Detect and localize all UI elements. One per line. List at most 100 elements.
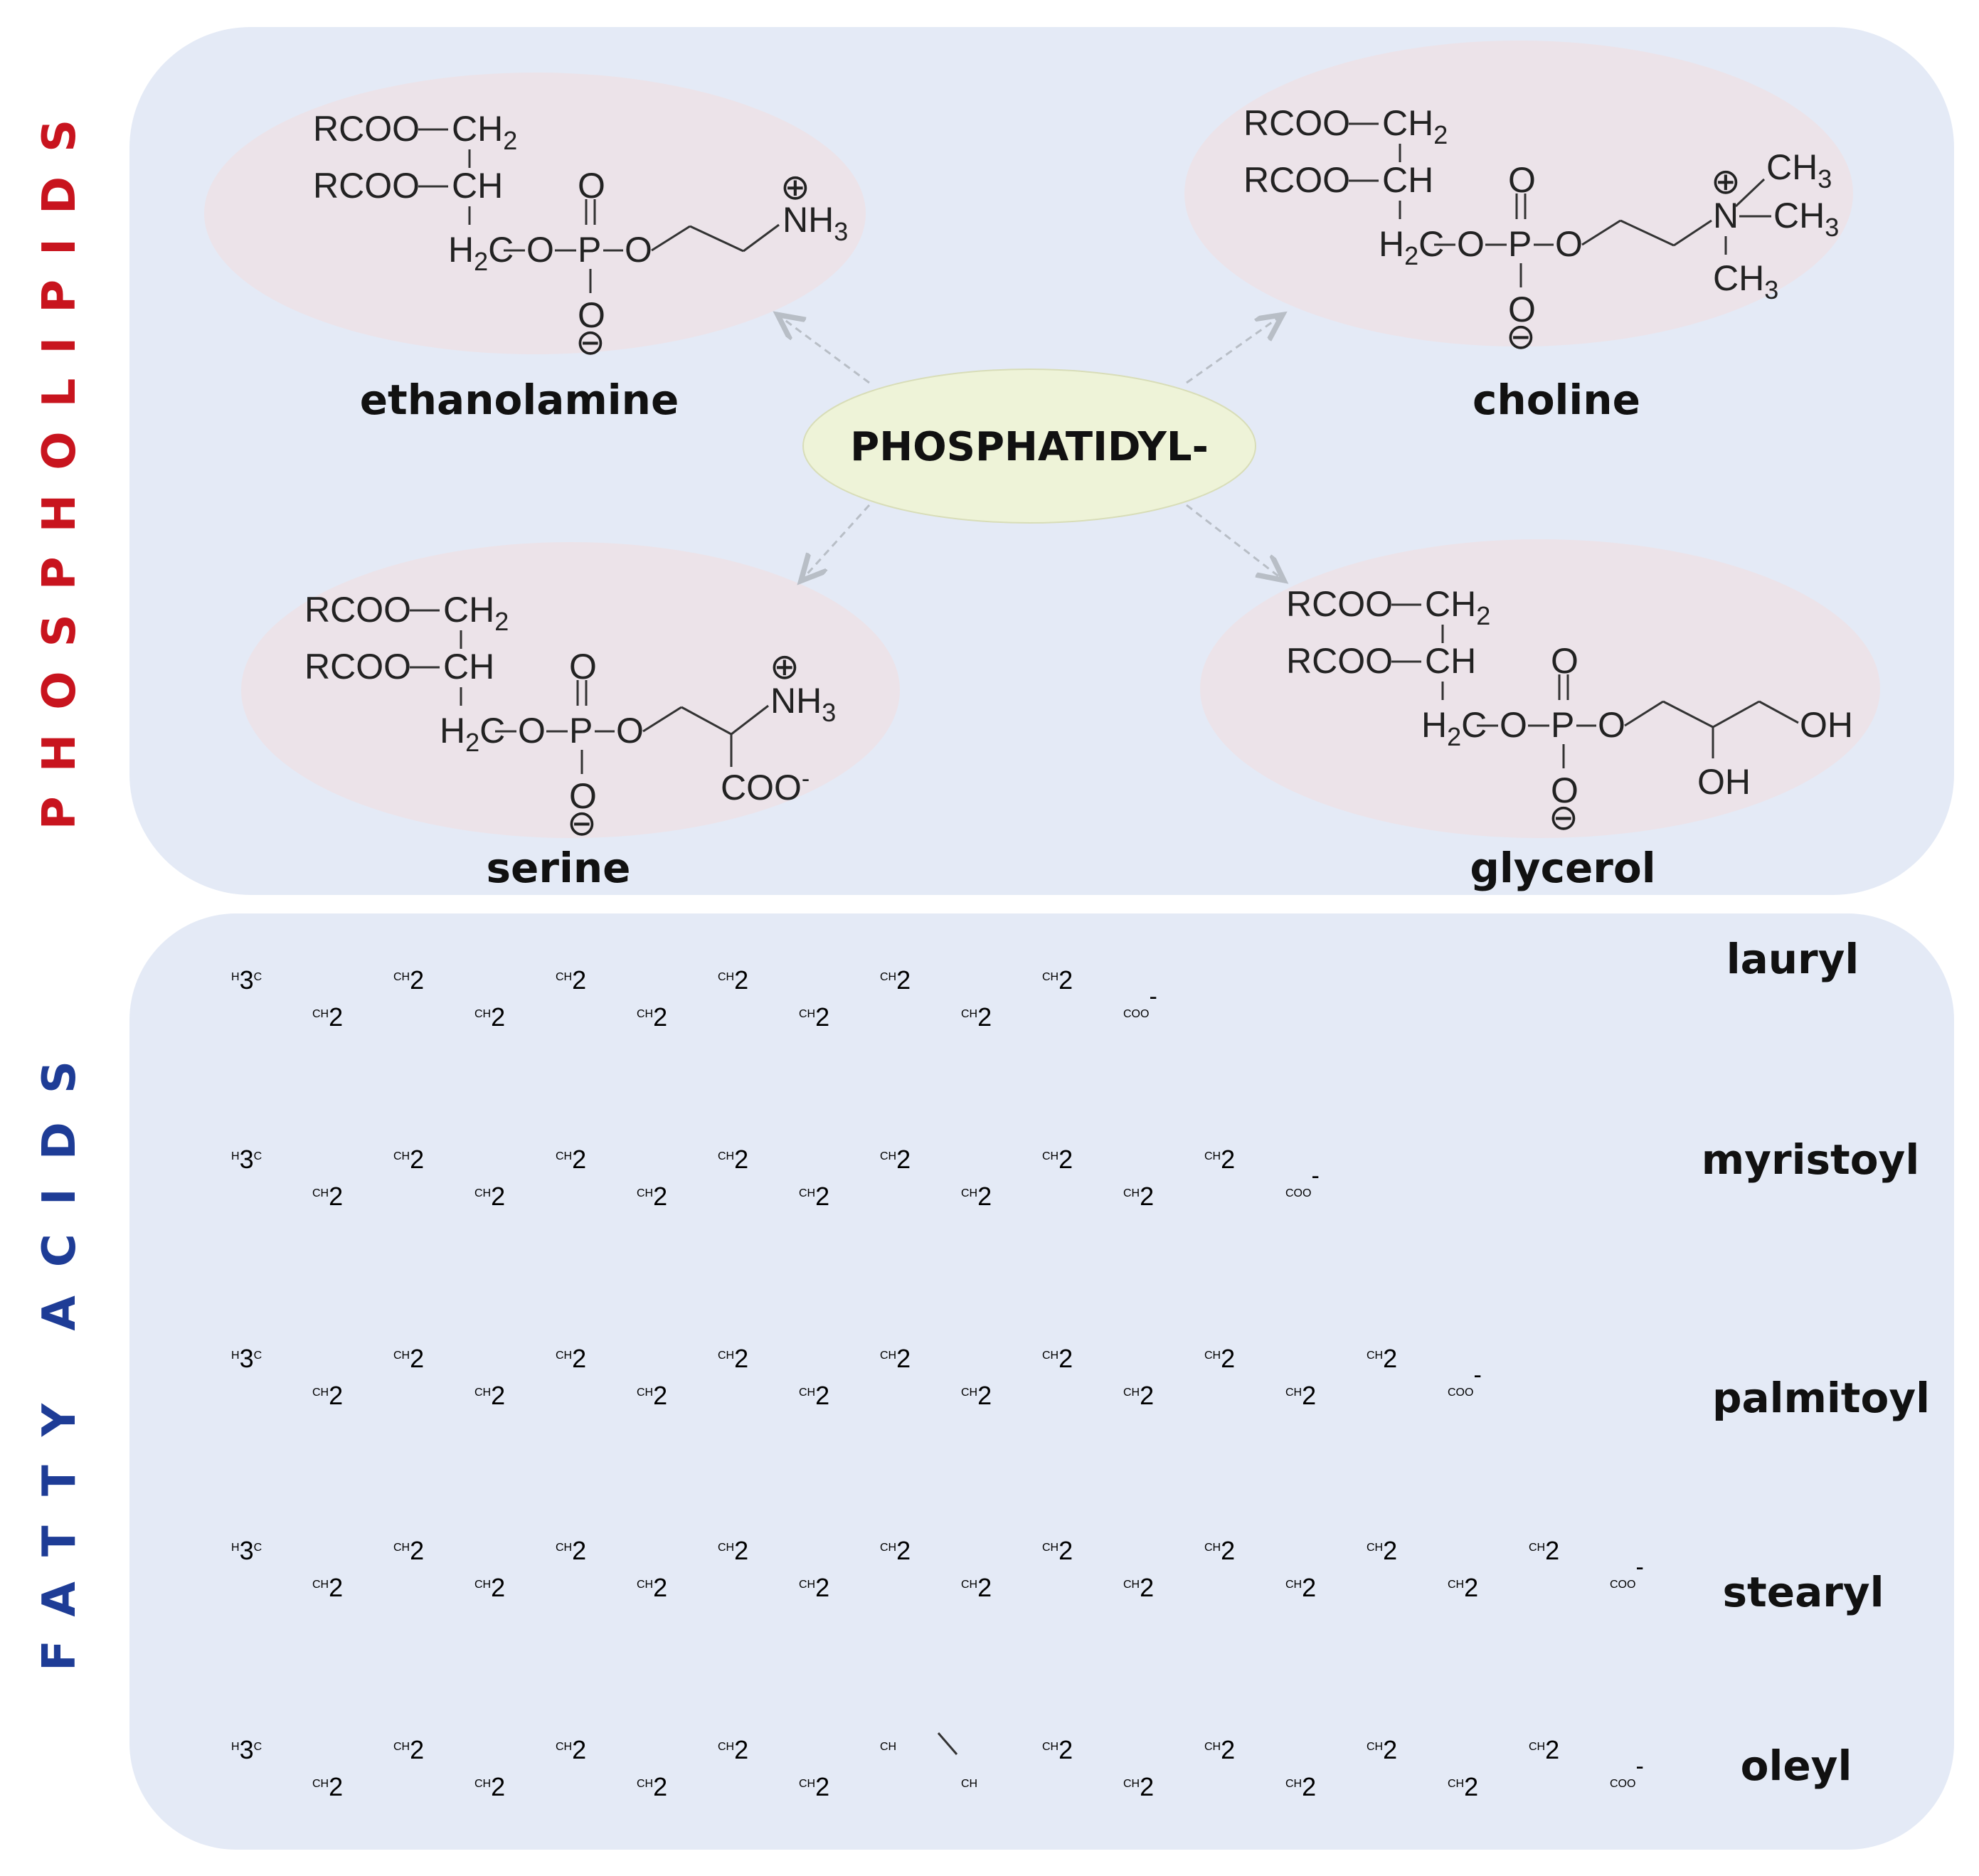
methylene-label: CH2 (1042, 965, 1073, 995)
c-n-bond (743, 223, 780, 253)
fatty-acid-chains: H3CCH2CH2CH2CH2CH2CH2CH2CH2CH2CH2COO-lau… (231, 935, 1930, 1801)
carboxylate-label: COO- (1610, 1554, 1644, 1591)
h2c-label: H2C (1379, 224, 1444, 270)
methyl-label-1: CH3 (1766, 147, 1832, 194)
ser-bond-1 (642, 706, 682, 733)
methylene-label: CH2 (474, 1002, 505, 1032)
methylene-label: CH2 (718, 1344, 748, 1373)
methyl-group-label: H3C (231, 1536, 262, 1565)
ester-oxygen-label: O (1457, 224, 1485, 264)
methyl-label-3: CH3 (1713, 258, 1778, 304)
arrow-to-choline (1186, 317, 1279, 384)
methylene-label: CH2 (880, 1145, 911, 1174)
methylene-label: CH2 (474, 1573, 505, 1602)
methylene-label: CH2 (718, 1145, 748, 1174)
phosphate-oxygen-label: O (616, 711, 644, 751)
rcoo-label-2: RCOO (1243, 160, 1350, 200)
fatty-acid-name-stearyl: stearyl (1722, 1568, 1884, 1616)
rcoo-label-2: RCOO (1286, 641, 1393, 681)
svg-text:PHOSPHOLIPIDS: PHOSPHOLIPIDS (33, 95, 86, 830)
methylene-label: CH2 (799, 1002, 829, 1032)
ethyl-bond-1 (1581, 219, 1621, 246)
phosphate-oxygen-label: O (1555, 224, 1583, 264)
methylene-label: CH2 (1285, 1772, 1316, 1801)
h2c-label: H2C (440, 711, 505, 757)
methylene-label: CH2 (1123, 1772, 1154, 1801)
ammonium-label: NH3 (782, 200, 848, 246)
methylene-label: CH2 (637, 1182, 667, 1211)
ethanolamine-label: ethanolamine (360, 376, 679, 424)
c-n-bond (1673, 219, 1712, 247)
methylene-label: CH2 (1367, 1735, 1397, 1764)
methylene-label: CH2 (637, 1381, 667, 1410)
methylene-label: CH2 (393, 1735, 424, 1764)
ch2-label: CH2 (1425, 584, 1490, 630)
methylene-label: CH2 (1042, 1344, 1073, 1373)
methylene-label: CH2 (312, 1573, 343, 1602)
ch-label: CH (443, 647, 494, 687)
phosphatidyl-center-ellipse (802, 369, 1256, 524)
methylene-label: CH2 (1204, 1344, 1235, 1373)
methylene-label: CH2 (961, 1002, 992, 1032)
fatty-acid-name-myristoyl: myristoyl (1702, 1135, 1920, 1184)
methylene-label: CH2 (637, 1772, 667, 1801)
gly-bond-3 (1712, 700, 1760, 728)
methylene-label: CH2 (1285, 1573, 1316, 1602)
methyl-group-label: H3C (231, 965, 262, 995)
methylene-label: CH2 (556, 965, 586, 995)
fatty-acid-row-oleyl: H3CCH2CH2CH2CH2CH2CH2CH2CHCHCH2CH2CH2CH2… (231, 1732, 1852, 1801)
methylene-label: CH2 (1204, 1145, 1235, 1174)
anionic-oxygen-label: O (1551, 770, 1579, 810)
methyl-group-label: H3C (231, 1145, 262, 1174)
methylene-label: CH2 (1529, 1536, 1559, 1565)
methyl-label-2: CH3 (1773, 196, 1839, 242)
phosphorus-label: P (578, 230, 601, 270)
negative-charge-icon: ⊖ (1506, 317, 1536, 356)
phosphorus-label: P (1508, 224, 1532, 264)
negative-charge-icon: ⊖ (567, 803, 597, 843)
negative-charge-icon: ⊖ (1549, 797, 1579, 837)
ethanolamine-ellipse (204, 73, 866, 354)
methylene-label: CH2 (961, 1381, 992, 1410)
phosphatidyl-label: PHOSPHATIDYL- (850, 424, 1209, 470)
methylene-label: CH2 (880, 965, 911, 995)
methylene-label: CH2 (474, 1772, 505, 1801)
phospholipids-side-label: PHOSPHOLIPIDS (33, 95, 86, 830)
rcoo-label-1: RCOO (1286, 584, 1393, 624)
methylene-label: CH2 (880, 1344, 911, 1373)
quaternary-nitrogen-label: N (1713, 196, 1739, 235)
carboxylate-label: COO- (1448, 1362, 1482, 1399)
carboxylate-label: COO- (1123, 983, 1157, 1020)
ethyl-bond-1 (651, 225, 691, 252)
double-bond-line (937, 1732, 958, 1755)
negative-charge-icon: ⊖ (575, 322, 605, 362)
phosphorus-label: P (569, 711, 593, 751)
ester-oxygen-label: O (518, 711, 546, 751)
ch2-label: CH2 (1382, 103, 1448, 149)
fatty-acid-row-palmitoyl: H3CCH2CH2CH2CH2CH2CH2CH2CH2CH2CH2CH2CH2C… (231, 1344, 1930, 1422)
methylene-label: CH2 (799, 1182, 829, 1211)
fatty-acid-row-stearyl: H3CCH2CH2CH2CH2CH2CH2CH2CH2CH2CH2CH2CH2C… (231, 1536, 1884, 1616)
methylene-label: CH2 (1367, 1344, 1397, 1373)
methylene-label: CH2 (961, 1182, 992, 1211)
fatty-acids-panel (129, 913, 1954, 1850)
ch2-label: CH2 (452, 109, 517, 155)
serine-label: serine (487, 844, 631, 892)
ser-bond-2 (681, 706, 732, 736)
methylene-label: CH2 (312, 1772, 343, 1801)
phosphate-oxygen-label: O (625, 230, 652, 270)
methylene-label: CH2 (1529, 1735, 1559, 1764)
methylene-label: CH2 (556, 1344, 586, 1373)
rcoo-label-1: RCOO (304, 590, 411, 630)
methylene-label: CH2 (718, 1735, 748, 1764)
methylene-label: CH2 (880, 1536, 911, 1565)
ch-label: CH (1425, 641, 1476, 681)
carboxylate-label: COO- (1285, 1162, 1320, 1199)
methylene-label: CH2 (799, 1772, 829, 1801)
fatty-acid-row-myristoyl: H3CCH2CH2CH2CH2CH2CH2CH2CH2CH2CH2CH2CH2C… (231, 1135, 1919, 1211)
